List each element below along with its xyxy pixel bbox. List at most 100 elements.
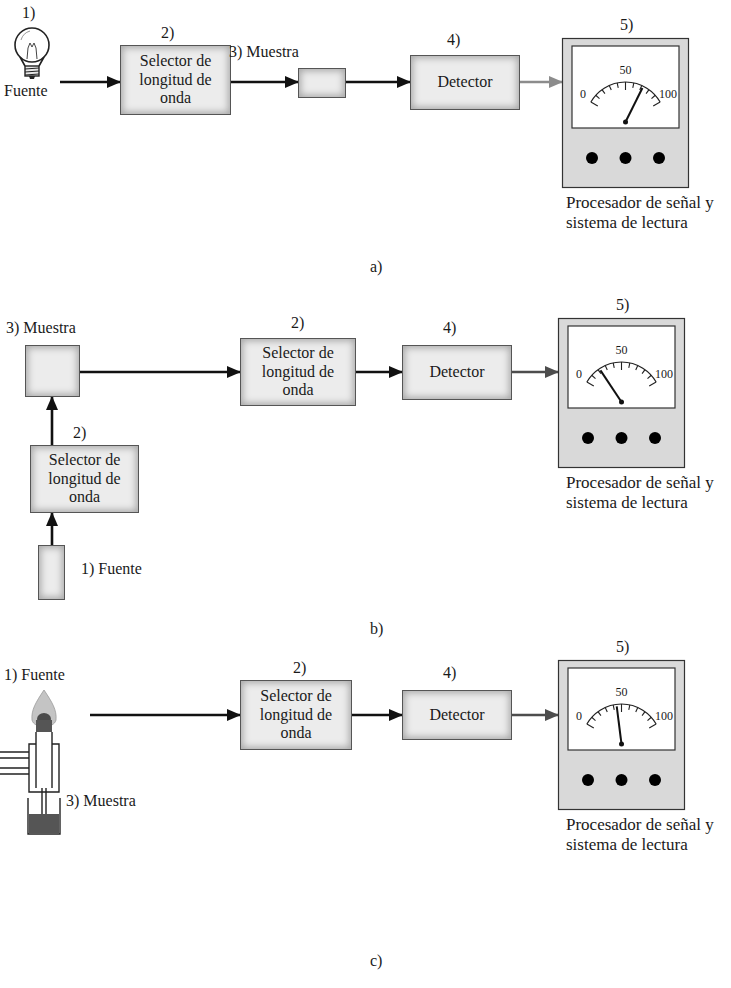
signal-arrow <box>352 714 402 717</box>
callout-number: 2) <box>293 659 323 677</box>
panel-letter: b) <box>370 620 410 638</box>
wavelength-selector-box: 2)Selector de longitud de onda <box>240 338 356 406</box>
detector-box: 4)Detector <box>410 55 520 110</box>
part-label: 3) Muestra <box>6 319 126 337</box>
meter-knobs <box>582 774 661 786</box>
bulb-thread <box>25 68 39 75</box>
bulb-tip <box>29 76 35 79</box>
meter-scale-arc <box>587 704 656 724</box>
meter-figure <box>562 38 689 188</box>
signal-arrow <box>60 81 120 84</box>
callout-number: 5) <box>616 638 646 656</box>
meter-needle <box>600 370 621 402</box>
panel-letter: a) <box>370 258 410 276</box>
burner-inner-tube <box>36 732 52 788</box>
flame-burner-source: 1) Fuente3) Muestra <box>0 688 86 838</box>
part-label: 3) Muestra <box>229 43 349 61</box>
dial-number: 50 <box>611 64 641 78</box>
bulb-filament <box>27 43 37 59</box>
meter-figure <box>558 660 685 810</box>
burner-figure <box>0 688 86 838</box>
dial-number: 50 <box>607 344 637 358</box>
readout-meter: 5)050100Procesador de señal y sistema de… <box>562 38 689 188</box>
signal-arrow <box>90 714 240 717</box>
meter-knobs <box>586 152 665 164</box>
meter-scale-arc <box>587 362 656 382</box>
box-label: Selector de longitud de onda <box>241 344 355 399</box>
readout-meter: 5)050100Procesador de señal y sistema de… <box>558 318 685 468</box>
box-label: Selector de longitud de onda <box>241 687 351 742</box>
detector-box: 4)Detector <box>402 690 512 740</box>
meter-body <box>559 661 685 810</box>
meter-scale-arc <box>591 82 660 102</box>
signal-arrow <box>512 371 558 374</box>
meter-figure <box>558 318 685 468</box>
meter-body <box>559 319 685 468</box>
meter-knobs <box>582 432 661 444</box>
dial-number: 0 <box>564 710 594 724</box>
meter-pivot <box>623 120 628 125</box>
callout-number: 4) <box>443 664 473 682</box>
box-label: Detector <box>424 363 489 381</box>
wavelength-selector-box: 2)Selector de longitud de onda <box>240 680 352 750</box>
signal-arrow <box>356 371 402 374</box>
part-label: Procesador de señal y sistema de lectura <box>566 193 726 232</box>
callout-number: 4) <box>443 319 473 337</box>
part-label: Procesador de señal y sistema de lectura <box>566 815 726 854</box>
callout-number: 2) <box>291 314 321 332</box>
gas-inlet <box>0 752 29 774</box>
signal-arrow <box>520 81 562 84</box>
callout-number: 5) <box>616 296 646 314</box>
part-label: 1) Fuente <box>4 666 94 684</box>
bulb-glare <box>21 31 30 40</box>
signal-arrow <box>51 397 54 445</box>
meter-pivot <box>619 400 624 405</box>
meter-body <box>563 39 689 188</box>
callout-number: 2) <box>161 24 191 42</box>
readout-meter: 5)050100Procesador de señal y sistema de… <box>558 660 685 810</box>
box-label: Selector de longitud de onda <box>121 52 230 107</box>
dial-number: 100 <box>649 710 679 724</box>
meter-needle <box>626 88 643 122</box>
meter-needle <box>617 706 622 744</box>
signal-arrow <box>80 371 240 374</box>
dial-number: 100 <box>649 368 679 382</box>
light-source-box: 1) Fuente <box>38 545 65 600</box>
meter-pivot <box>619 742 624 747</box>
part-label: 1) Fuente <box>81 560 171 578</box>
dial-number: 100 <box>653 88 683 102</box>
part-label: Procesador de señal y sistema de lectura <box>566 473 726 512</box>
sample-vessel <box>28 798 60 834</box>
bulb-base <box>25 66 39 76</box>
part-label: 3) Muestra <box>66 792 156 810</box>
callout-number: 5) <box>620 16 650 34</box>
meter-ticks <box>591 82 660 106</box>
bulb-figure <box>8 26 56 80</box>
sample-liquid <box>29 814 59 833</box>
panel-letter: c) <box>370 952 410 970</box>
box-label: Detector <box>424 706 489 724</box>
part-label: Fuente <box>4 82 64 100</box>
sample-box: 3) Muestra <box>25 345 80 397</box>
dial-number: 50 <box>607 686 637 700</box>
signal-arrow <box>346 81 410 84</box>
callout-number: 4) <box>447 31 477 49</box>
callout-number: 2) <box>73 424 103 442</box>
burner-head <box>36 720 52 732</box>
burner-outer-tube <box>29 744 59 792</box>
callout-number: 1) <box>22 4 52 22</box>
meter-ticks <box>587 704 656 728</box>
box-label: Detector <box>432 73 497 91</box>
detector-box: 4)Detector <box>402 345 512 400</box>
signal-arrow <box>512 714 558 717</box>
dial-number: 0 <box>568 88 598 102</box>
light-bulb-source: 1)Fuente <box>8 26 56 80</box>
box-label: Selector de longitud de onda <box>31 451 138 506</box>
bulb-neck <box>20 57 44 66</box>
meter-ticks <box>587 362 656 386</box>
wavelength-selector-box: 2)Selector de longitud de onda <box>120 45 231 115</box>
bulb-glass <box>15 28 49 62</box>
signal-arrow <box>51 513 54 545</box>
wavelength-selector-box: 2)Selector de longitud de onda <box>30 445 139 513</box>
dial-number: 0 <box>564 368 594 382</box>
